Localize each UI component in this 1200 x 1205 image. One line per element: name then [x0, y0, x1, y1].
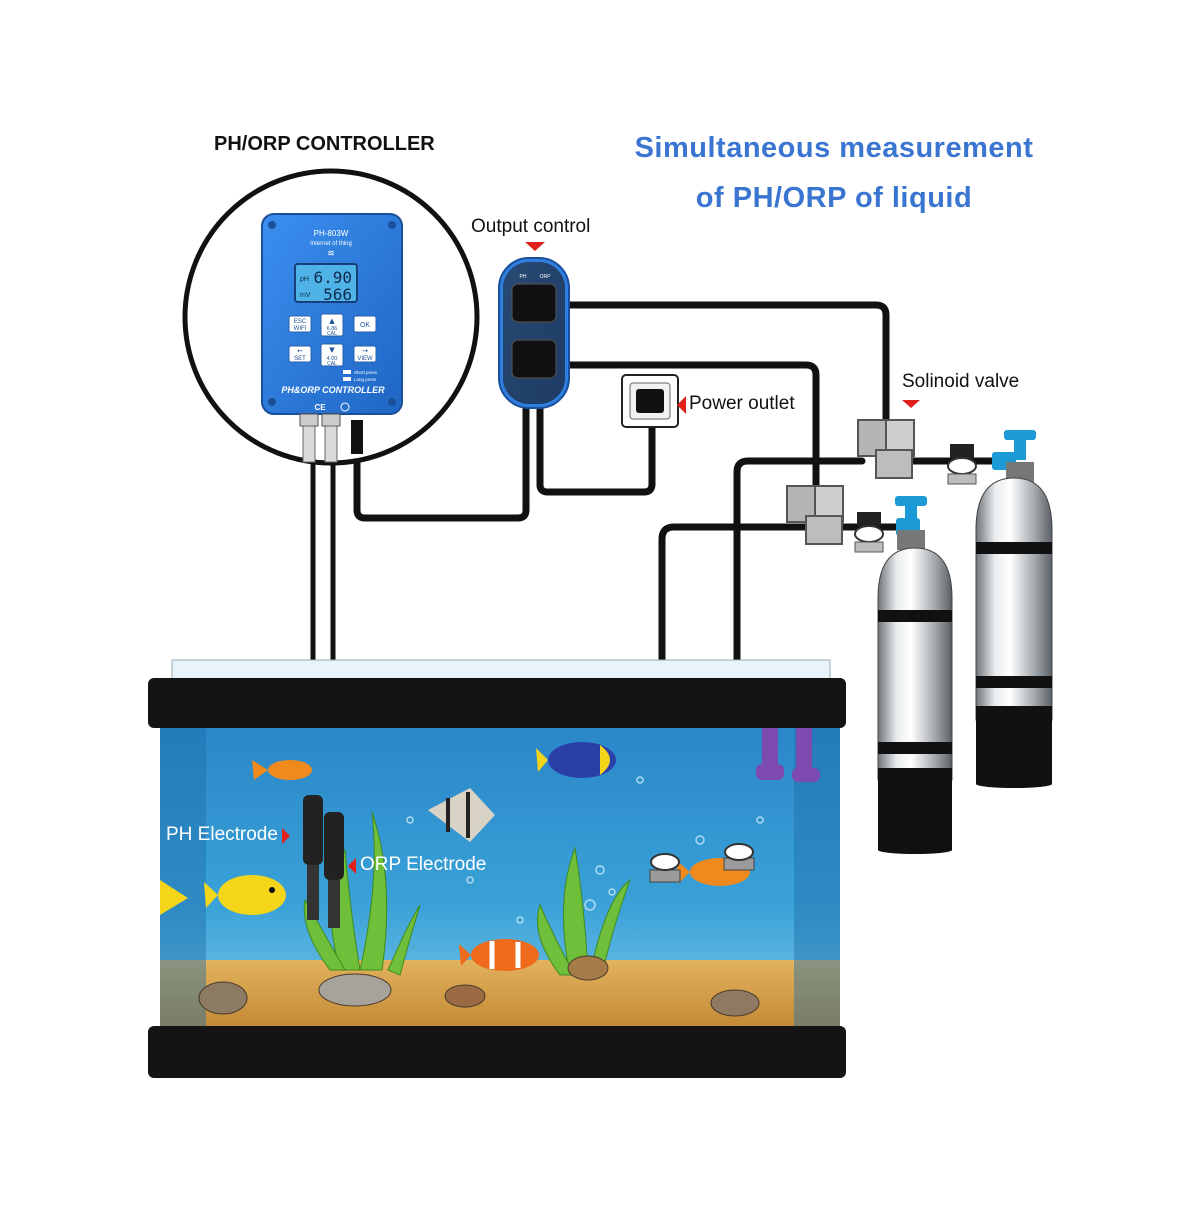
solenoid-valve-upper: [857, 419, 915, 479]
aquatic-plants: [303, 811, 632, 976]
ph-electrode-label: PH Electrode: [166, 824, 278, 845]
button-set-label: SET: [294, 356, 306, 362]
controller-name: PH&ORP CONTROLLER: [281, 385, 385, 395]
orange-goldfish-left: [252, 760, 312, 780]
button-cal-label-1: CAL: [327, 331, 337, 337]
button-view-label: VIEW: [357, 356, 373, 362]
check-valve-upper: [947, 444, 977, 485]
gas-cylinder-right: [975, 430, 1053, 788]
legend-short-press: Short press: [354, 370, 378, 375]
gas-cylinder-left: [877, 496, 953, 854]
blue-tang: [536, 742, 616, 778]
ce-mark: CE: [314, 403, 326, 412]
fish: [160, 742, 750, 971]
button-686-label: 6.86: [327, 326, 338, 332]
down-arrow-icon: ▼: [329, 346, 335, 354]
legend-long-press: Long press: [354, 377, 377, 382]
controller-device: [261, 213, 403, 463]
button-ok-label: OK: [360, 322, 370, 329]
upper-valve-pipe: [733, 457, 866, 854]
controller-heading: PH/ORP CONTROLLER: [214, 133, 435, 155]
lower-valve-pipe: [658, 523, 810, 866]
gas-diffuser-right: [723, 843, 755, 871]
right-arrow-icon: →: [362, 347, 368, 355]
button-wifi-label: WIFI: [294, 326, 307, 332]
pointer-markers: [282, 242, 920, 874]
orp-channel-cable: [561, 361, 820, 494]
solenoid-valve-lower: [786, 485, 844, 545]
lcd-ph-reading: 6.90: [313, 268, 352, 287]
up-arrow-icon: ▲: [329, 317, 335, 325]
solenoid-valve-label: Solinoid valve: [902, 371, 1020, 392]
power-outlet: [621, 374, 679, 428]
ph-socket: [511, 283, 557, 323]
lcd-mv-reading: 566: [323, 285, 352, 304]
ph-electrode-probe: [303, 795, 323, 920]
clownfish: [459, 939, 539, 971]
output-control-marker: [525, 242, 545, 251]
angelfish: [428, 788, 495, 842]
output-control-unit: [498, 257, 570, 409]
yellow-tang: [204, 875, 286, 915]
lcd-unit-mv: mV: [300, 292, 311, 299]
ph-electrode-marker: [282, 828, 290, 844]
check-valve-lower: [854, 512, 884, 553]
gas-diffuser-left: [649, 853, 681, 883]
orp-electrode-probe: [324, 812, 344, 928]
left-arrow-icon: ←: [297, 347, 303, 355]
orp-electrode-label: ORP Electrode: [360, 854, 487, 875]
wiring: [353, 301, 1002, 866]
button-esc-label: ESC: [294, 319, 307, 325]
headline-line-2: of PH/ORP of liquid: [695, 182, 973, 214]
power-outlet-marker: [677, 396, 686, 414]
power-outlet-label: Power outlet: [689, 393, 795, 414]
output-unit-text: PH ORP: [520, 274, 552, 280]
output-ph-label: PH: [520, 274, 527, 280]
output-to-outlet-cable: [536, 401, 656, 496]
orp-electrode-marker: [348, 858, 356, 874]
wifi-icon: ≋: [327, 249, 335, 259]
solenoid-valve-marker: [902, 400, 920, 408]
ph-channel-cable: [561, 301, 890, 424]
yellow-fish-edge: [160, 880, 188, 915]
rocks: [198, 955, 760, 1017]
controller-subtitle: Internet of thing: [310, 241, 352, 247]
controller-model: PH-803W: [314, 229, 349, 238]
headline-line-1: Simultaneous measurement: [634, 132, 1034, 164]
orp-socket: [511, 339, 557, 379]
bubbles: [406, 776, 764, 924]
output-control-label: Output control: [471, 216, 591, 237]
controller-to-output-cable: [353, 401, 530, 522]
controller-text: PH-803W Internet of thing ≋ pH mV 6.90 5…: [281, 229, 385, 412]
button-cal-label-2: CAL: [327, 361, 337, 367]
recycle-icon: [340, 402, 350, 412]
output-orp-label: ORP: [540, 274, 552, 280]
button-400-label: 4.00: [327, 356, 338, 362]
lcd-unit-ph: pH: [300, 276, 309, 283]
